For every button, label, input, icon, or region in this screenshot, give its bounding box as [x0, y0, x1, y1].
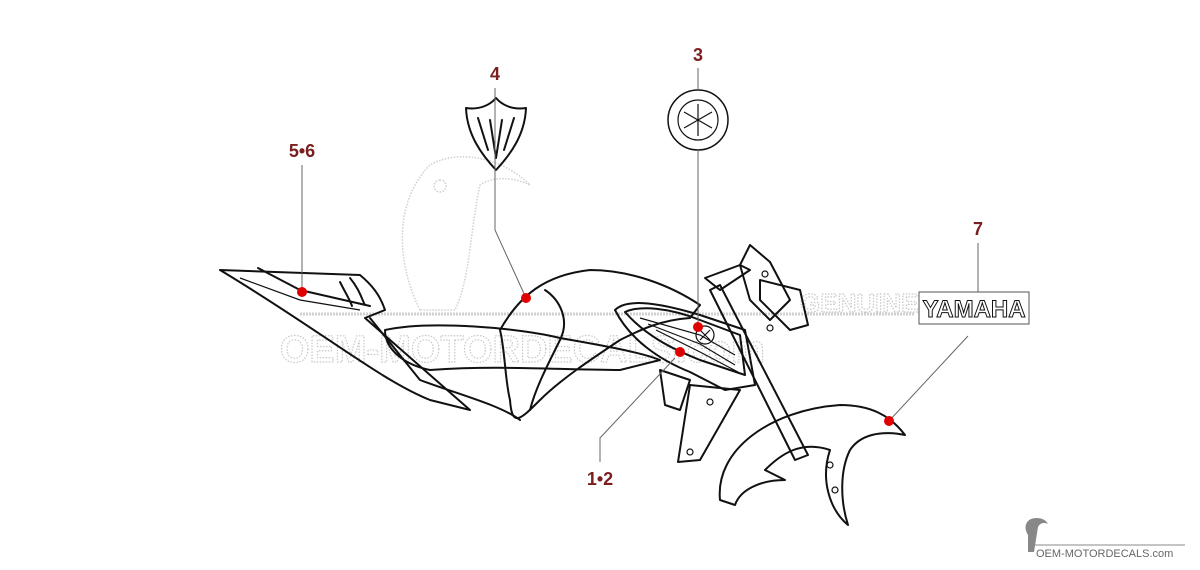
leader-lines	[301, 68, 979, 462]
decal-7-text: YAMAHA	[922, 296, 1025, 323]
decal-4-emblem	[465, 97, 527, 171]
footer-logo-text: OEM-MOTORDECALS.com	[1036, 548, 1173, 560]
front-fender	[718, 404, 906, 526]
callout-1-2[interactable]: 1•2	[587, 469, 613, 489]
decal-7-yamaha-logo: YAMAHA	[918, 291, 1030, 325]
front-fork	[677, 244, 809, 463]
marker-1-2[interactable]	[675, 347, 685, 357]
marker-3[interactable]	[693, 322, 703, 332]
footer-logo: OEM-MOTORDECALS.com	[1025, 518, 1185, 560]
callout-5-6[interactable]: 5•6	[289, 141, 315, 161]
watermark: OEM-MOTORDECALS.com GENUINE	[279, 156, 919, 372]
callout-4[interactable]: 4	[490, 64, 500, 84]
decal-3-tuning-fork-emblem	[667, 89, 729, 151]
marker-dots	[297, 287, 894, 426]
callout-7[interactable]: 7	[973, 219, 983, 239]
marker-5-6[interactable]	[297, 287, 307, 297]
footer-bird-icon	[1025, 518, 1048, 552]
marker-4[interactable]	[521, 293, 531, 303]
fuel-tank	[499, 269, 701, 420]
watermark-genuine: GENUINE	[800, 288, 918, 318]
watermark-bird-logo	[401, 156, 531, 311]
marker-7[interactable]	[884, 416, 894, 426]
side-shroud	[614, 302, 756, 411]
watermark-text: OEM-MOTORDECALS.com	[280, 329, 765, 371]
callout-3[interactable]: 3	[693, 45, 703, 65]
